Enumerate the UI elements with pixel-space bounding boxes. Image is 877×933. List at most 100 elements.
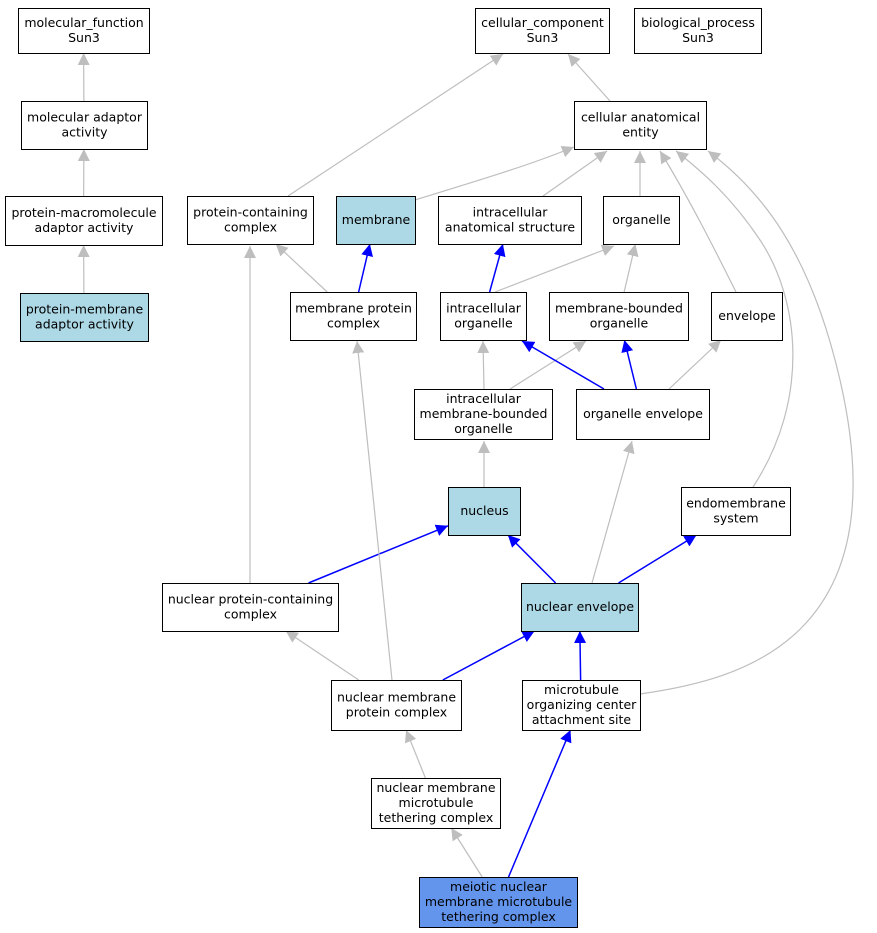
node-label-line: tethering complex: [379, 810, 494, 825]
edge-envelope-to-cellular_anatomical_entity: [659, 150, 737, 293]
node-label-line: nuclear envelope: [526, 599, 634, 614]
edge-organelle_envelope-to-membrane_bounded_organelle: [621, 339, 638, 390]
edge-membrane_bounded_organelle-to-organelle: [623, 243, 639, 293]
node-label-line: anatomical structure: [445, 219, 575, 234]
node-box: [162, 583, 339, 632]
node-label-line: complex: [224, 219, 277, 234]
edge-intracellular_organelle-to-intracellular_anatomical_structure: [488, 243, 506, 293]
node-box: [438, 196, 582, 245]
edge-organelle_envelope-to-envelope: [668, 339, 722, 390]
node-box: [448, 487, 521, 536]
node-box: [371, 778, 501, 829]
node-box: [576, 389, 710, 440]
node-label-line: endomembrane: [686, 495, 786, 510]
node-label-line: membrane-bounded: [420, 406, 548, 421]
node-label-line: complex: [224, 606, 277, 621]
node-label-line: cellular anatomical: [581, 109, 700, 124]
node-label-line: organelle: [454, 315, 513, 330]
node-envelope[interactable]: envelope: [711, 292, 783, 341]
node-label-line: membrane-bounded: [555, 300, 683, 315]
node-label-line: organelle: [590, 315, 649, 330]
edge-nuclear_envelope-to-nucleus: [507, 534, 557, 584]
node-box: [711, 292, 783, 341]
node-box: [475, 8, 610, 54]
node-label-line: nuclear protein-containing: [168, 591, 333, 606]
node-box: [18, 8, 150, 54]
edge-membrane_protein_complex-to-membrane: [357, 243, 373, 293]
edge-intracellular_anatomical_structure-to-cellular_anatomical_entity: [542, 150, 608, 197]
node-box: [681, 487, 791, 536]
node-label-line: tethering complex: [441, 909, 556, 924]
node-label-line: Sun3: [527, 30, 559, 45]
node-label-line: activity: [61, 124, 108, 139]
edge-organelle_envelope-to-intracellular_organelle: [521, 340, 605, 390]
node-label-line: attachment site: [532, 712, 631, 727]
node-box: [521, 583, 639, 632]
node-label-line: meiotic nuclear: [450, 879, 548, 894]
node-box: [331, 680, 462, 731]
node-box: [634, 8, 762, 54]
node-label-line: envelope: [718, 308, 776, 323]
node-box: [20, 293, 149, 342]
edge-membrane-to-cellular_anatomical_entity: [414, 145, 575, 201]
edge-microtubule_organizing_center_attachment_site-to-cellular_anatomical_entity: [639, 150, 854, 695]
edge-nuclear_membrane_protein_complex-to-membrane_protein_complex: [352, 340, 393, 681]
edge-intracellular_organelle-to-organelle: [494, 244, 615, 293]
edge-microtubule_organizing_center_attachment_site-to-nuclear_envelope: [574, 630, 587, 681]
node-nucleus[interactable]: nucleus: [448, 487, 521, 536]
node-box: [21, 101, 148, 150]
node-label-line: microtubule: [399, 795, 474, 810]
node-label-line: protein-containing: [193, 204, 308, 219]
node-label-line: membrane: [342, 212, 411, 227]
node-label-line: adaptor activity: [35, 316, 135, 331]
node-label-line: organizing center: [527, 697, 637, 712]
node-box: [549, 292, 689, 341]
node-box: [336, 196, 416, 245]
edge-meiotic_nuclear_membrane_microtubule_tethering_complex-to-nuclear_membrane_microtubule_tethering_complex: [450, 827, 483, 878]
node-label-line: nucleus: [460, 503, 508, 518]
node-label-line: organelle: [454, 421, 513, 436]
node-label-line: intracellular: [446, 300, 522, 315]
edge-nuclear_membrane_protein_complex-to-nuclear_envelope: [442, 630, 535, 681]
edge-nuclear_membrane_microtubule_tethering_complex-to-nuclear_membrane_protein_complex: [404, 729, 426, 779]
node-organelle[interactable]: organelle: [603, 196, 680, 245]
edge-intracellular_membrane_bounded_organelle-to-intracellular_organelle: [477, 340, 490, 390]
node-box: [419, 877, 578, 928]
node-box: [522, 680, 641, 731]
edge-nuclear_membrane_protein_complex-to-nuclear_protein_containing_complex: [285, 630, 360, 681]
node-box: [574, 101, 707, 150]
node-label-line: membrane protein: [295, 300, 412, 315]
node-organelle-envelope[interactable]: organelle envelope: [576, 389, 710, 440]
node-label-line: biological_process: [641, 15, 755, 30]
node-box: [440, 292, 527, 341]
edge-nuclear_protein_containing_complex-to-nucleus: [308, 524, 449, 584]
node-nuclear-envelope[interactable]: nuclear envelope: [521, 583, 639, 632]
node-label-line: intracellular: [446, 391, 522, 406]
node-label-line: intracellular: [473, 204, 549, 219]
node-box: [187, 196, 314, 245]
node-label-line: molecular_function: [24, 15, 143, 30]
node-layer: molecular_functionSun3cellular_component…: [5, 8, 791, 928]
node-membrane[interactable]: membrane: [336, 196, 416, 245]
edge-nuclear_envelope-to-organelle_envelope: [591, 440, 635, 584]
